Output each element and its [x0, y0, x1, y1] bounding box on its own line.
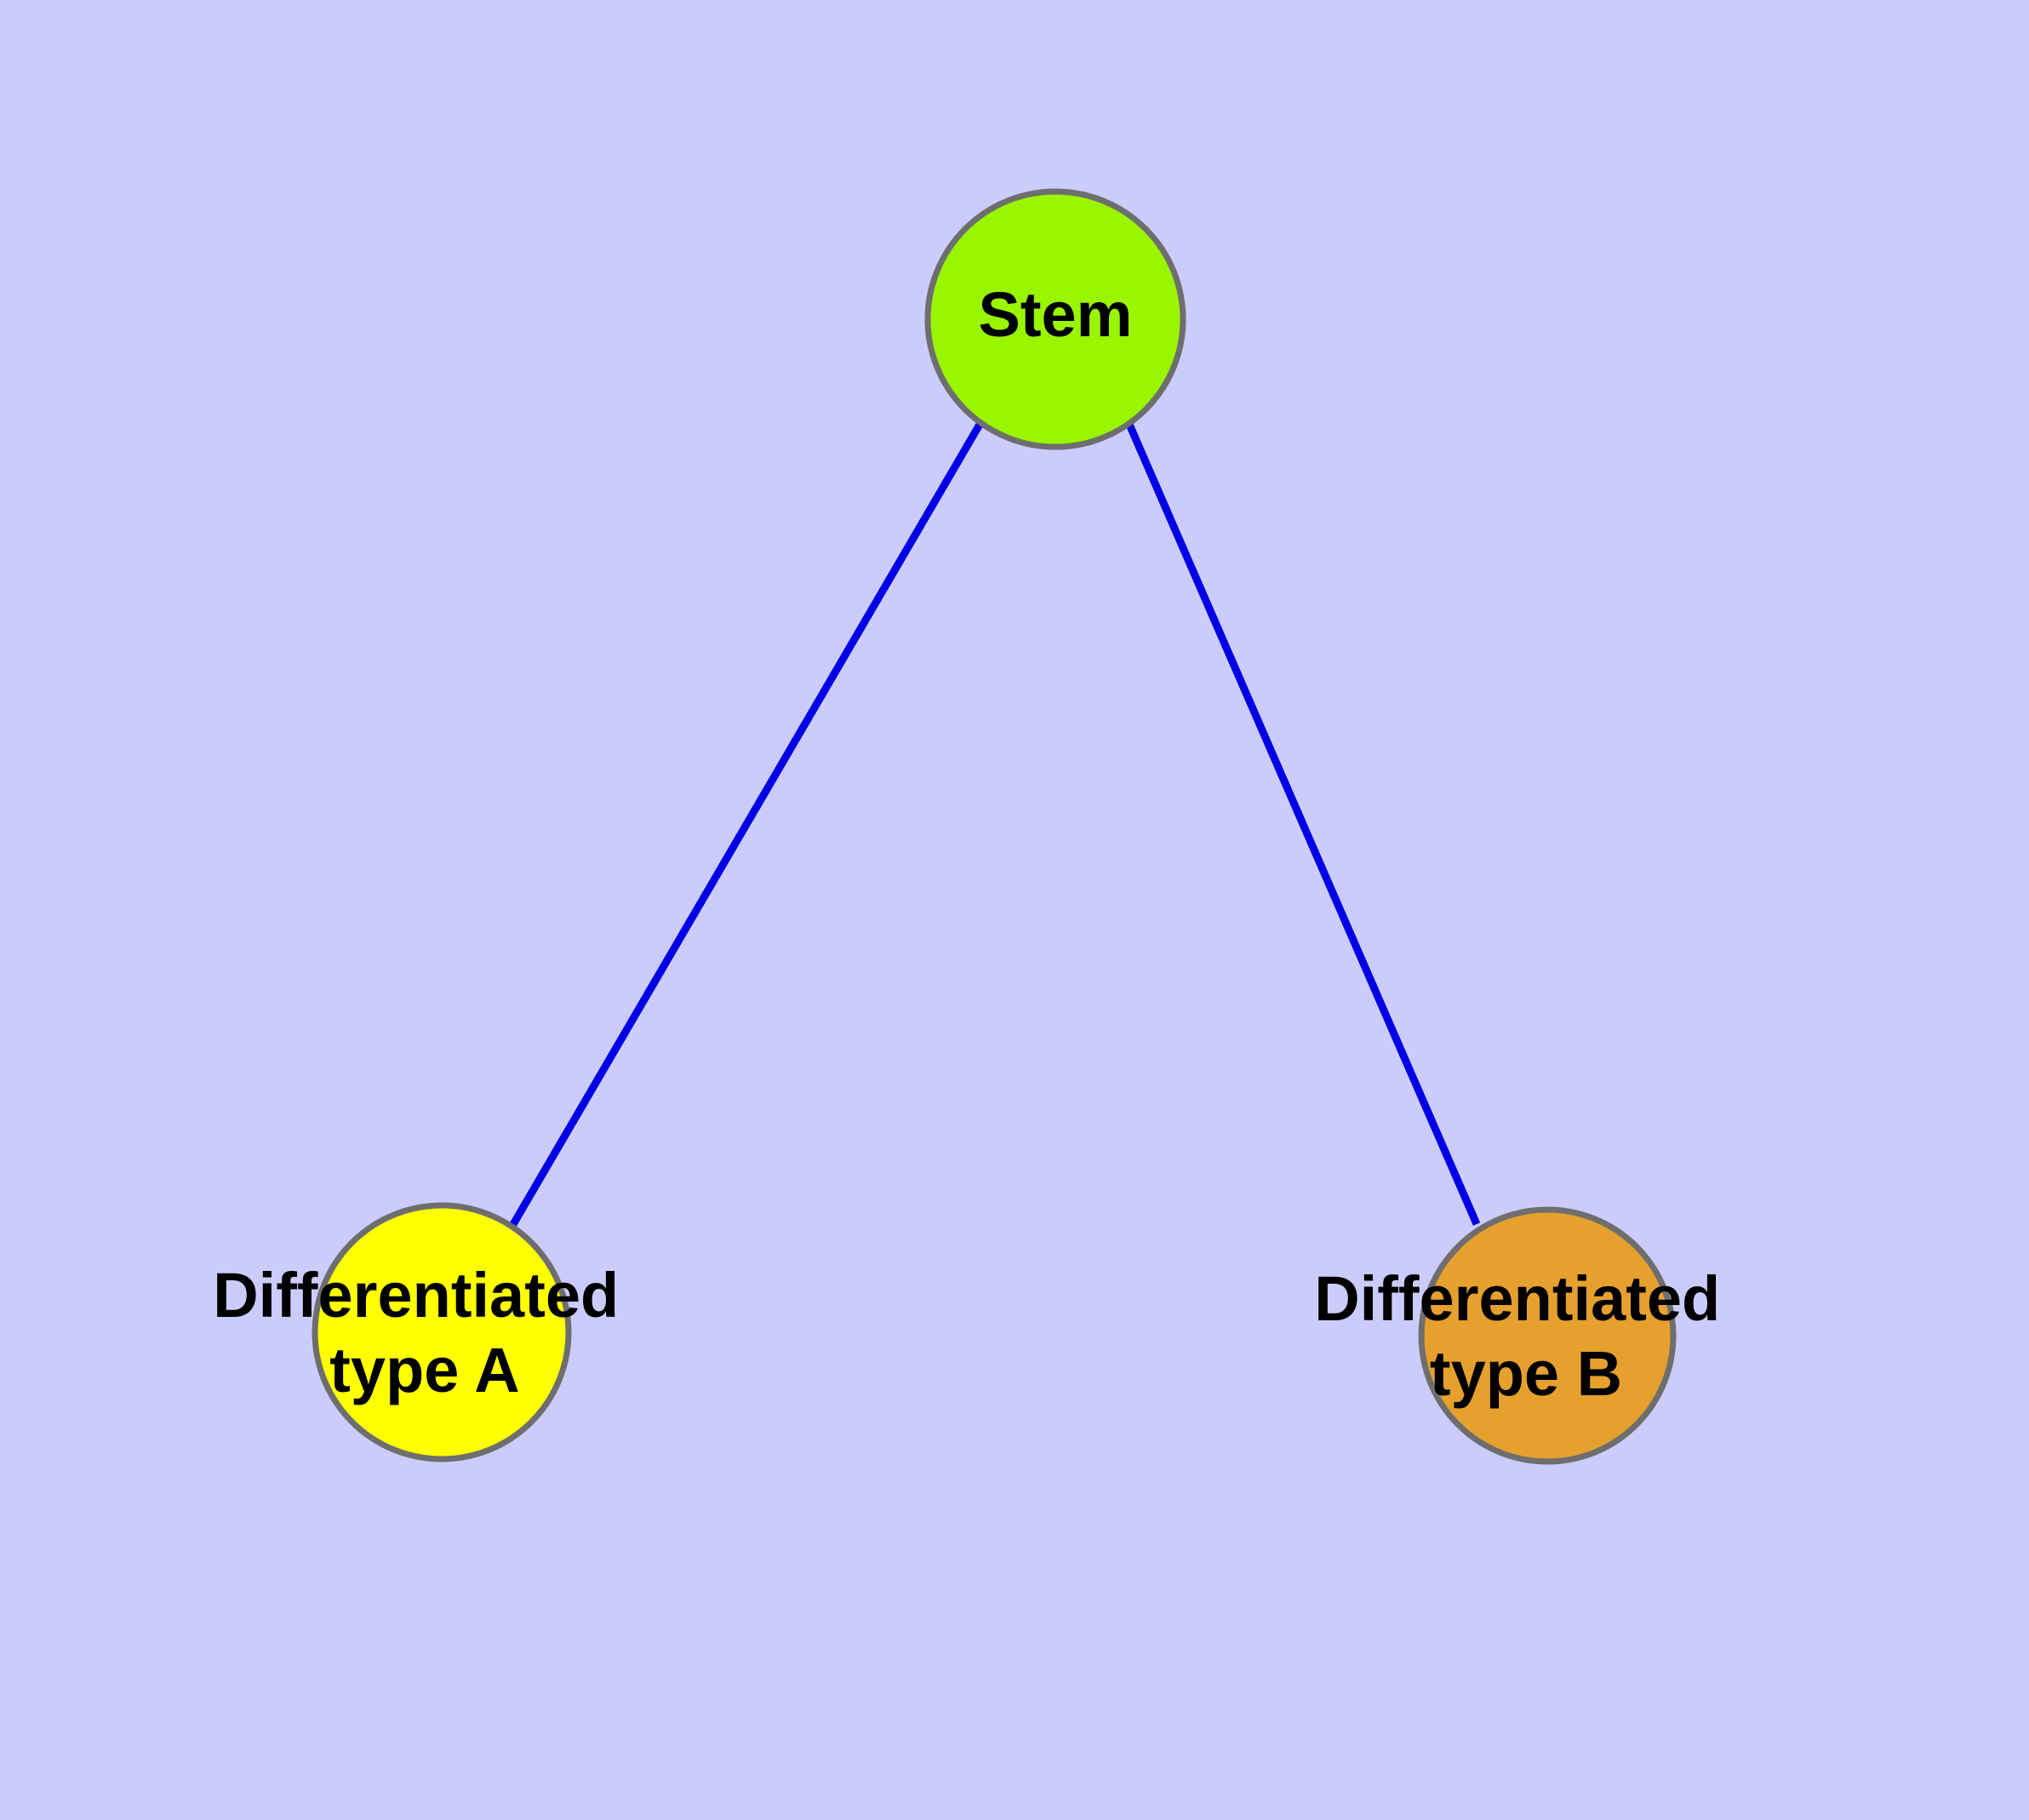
- edge-stem-to-differentiated-type-a[interactable]: [509, 421, 984, 1228]
- edge-layer: [509, 419, 1481, 1228]
- node-differentiated-type-a-circle[interactable]: [311, 1202, 572, 1462]
- node-differentiated-type-a-label-line-1: Differentiated: [213, 1260, 619, 1331]
- node-stem-label-line-1: Stem: [979, 279, 1133, 350]
- node-differentiated-type-a-label-line-2: type A: [329, 1335, 519, 1405]
- node-differentiated-type-b-label-line-2: type B: [1430, 1338, 1622, 1409]
- node-stem-label: Stem: [979, 279, 1133, 350]
- node-stem[interactable]: [924, 188, 1186, 450]
- node-stem-circle[interactable]: [924, 188, 1186, 450]
- node-differentiated-type-b-label-line-1: Differentiated: [1314, 1263, 1720, 1334]
- edge-stem-to-differentiated-type-b[interactable]: [1123, 419, 1481, 1226]
- label-layer: Stem Differentiated type A Differentiate…: [213, 279, 1738, 1409]
- node-differentiated-type-a[interactable]: [311, 1202, 572, 1462]
- node-differentiated-type-a-label: Differentiated type A: [213, 1260, 637, 1405]
- node-layer: [311, 188, 1677, 1465]
- node-differentiated-type-b-circle[interactable]: [1418, 1206, 1677, 1465]
- node-differentiated-type-b[interactable]: [1418, 1206, 1677, 1465]
- node-differentiated-type-b-label: Differentiated type B: [1314, 1263, 1738, 1409]
